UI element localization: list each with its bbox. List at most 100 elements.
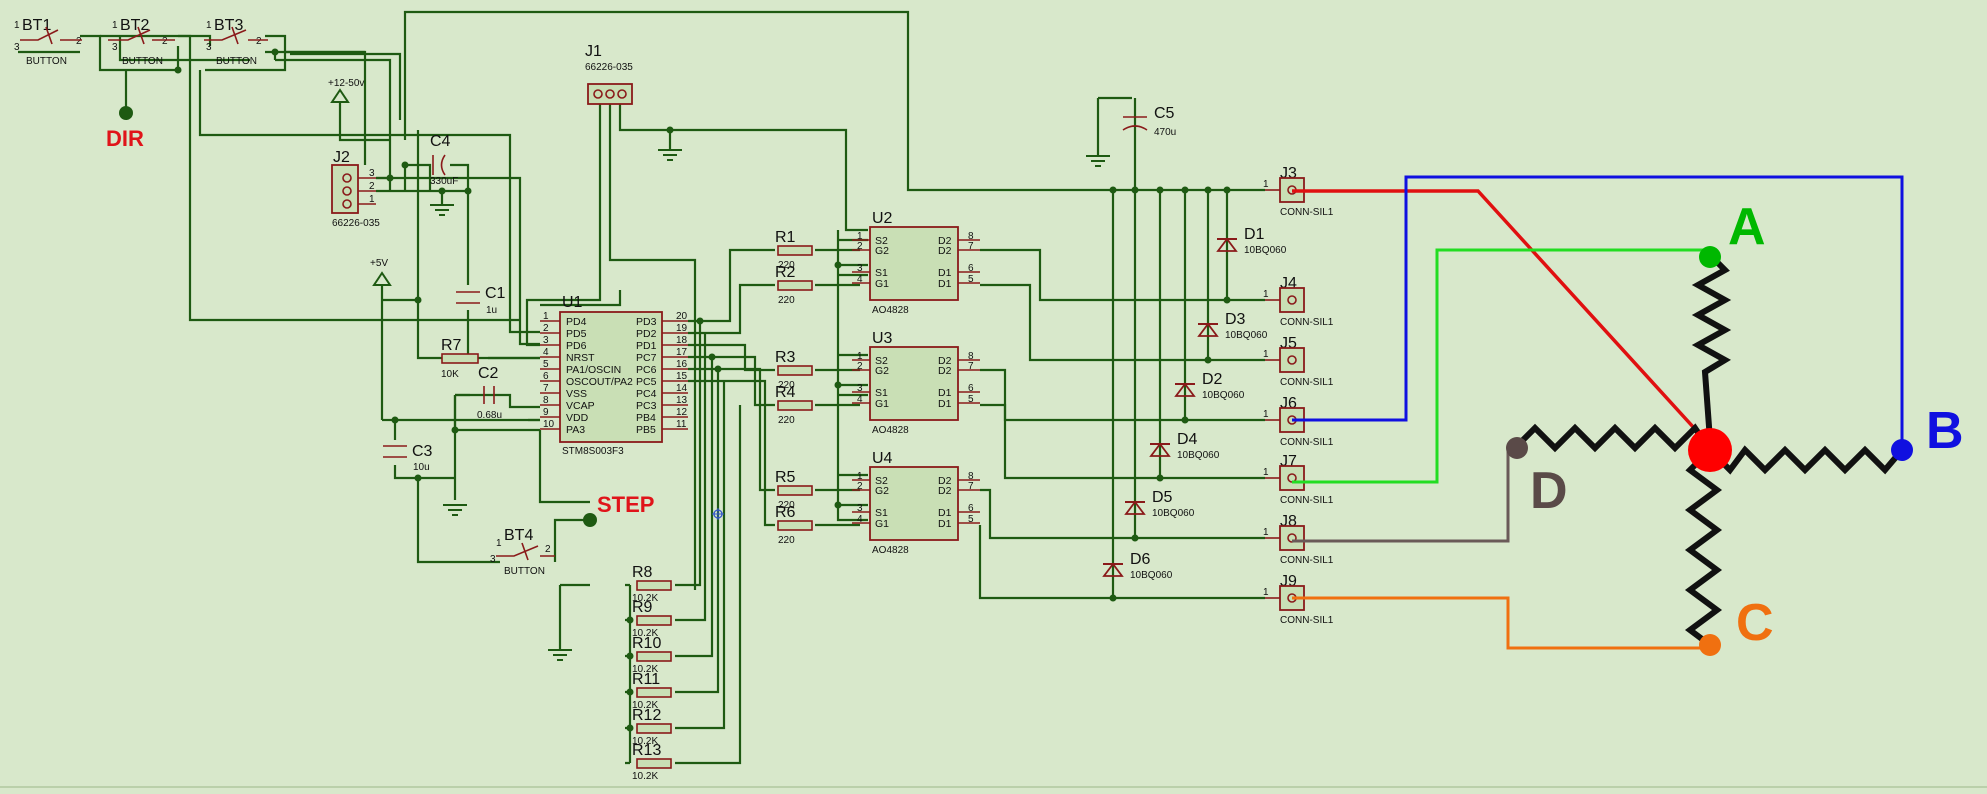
- switch-lever: [45, 26, 53, 45]
- pin-name: D2: [938, 355, 952, 367]
- phase-a-label: A: [1728, 198, 1766, 256]
- pin-number: 1: [857, 471, 863, 482]
- junction: [834, 381, 842, 389]
- pin-number: 16: [676, 359, 688, 370]
- component-ref: C1: [485, 285, 506, 302]
- pin-name: S2: [875, 355, 888, 367]
- phase-c-label: C: [1736, 594, 1774, 652]
- component-ref: R2: [775, 264, 796, 281]
- pin-name: S1: [875, 267, 888, 279]
- wire-pd6-feed: [540, 290, 622, 307]
- component-ref: R1: [775, 229, 796, 246]
- resistor-body: [636, 615, 672, 626]
- ground-icon: [658, 149, 682, 161]
- logic-supply-label: +5V: [370, 258, 388, 269]
- component-value: 10BQ060: [1152, 508, 1195, 519]
- component-ref: J2: [333, 149, 350, 166]
- pin-number: 1: [14, 20, 20, 31]
- connector-j2[interactable]: J2 3 2 1 66226-035: [331, 149, 380, 229]
- pin-name: D2: [938, 245, 952, 257]
- component-value: CONN-SIL1: [1280, 495, 1334, 506]
- capacitor-c3[interactable]: C3 10u: [383, 443, 433, 473]
- component-value: 10u: [413, 462, 430, 473]
- capacitor-c2[interactable]: C2 0.68u: [477, 365, 502, 421]
- pin-name: D1: [938, 387, 952, 399]
- pin-name: D1: [938, 278, 952, 290]
- wire-pc6-r5: [688, 367, 775, 492]
- pin-number: 9: [543, 407, 549, 418]
- component-value: 220: [778, 535, 795, 546]
- connector-j1[interactable]: J1 66226-035: [585, 43, 633, 105]
- capacitor-plate: [440, 154, 446, 176]
- wire-bt1-bt2: [80, 34, 180, 72]
- pin-name: S2: [875, 475, 888, 487]
- component-value: BUTTON: [122, 56, 163, 67]
- step-terminal[interactable]: [583, 513, 597, 527]
- button-bt2[interactable]: 1 BT2 3 2 BUTTON: [108, 17, 175, 67]
- component-value: CONN-SIL1: [1280, 317, 1334, 328]
- pin-number: 13: [676, 395, 688, 406]
- button-bt1[interactable]: 1 BT1 3 2 BUTTON: [14, 17, 82, 67]
- pin-number: 2: [256, 36, 262, 47]
- pin-number: 12: [676, 407, 688, 418]
- pin-name: NRST: [566, 352, 595, 364]
- wire-source-bus: [836, 230, 868, 522]
- wire-bt2-gnd: [118, 36, 250, 62]
- wire-j1-3: [618, 90, 868, 232]
- capacitor-c1[interactable]: C1 1u: [456, 285, 506, 316]
- junction: [1131, 186, 1139, 194]
- capacitor-c4[interactable]: C4 330uF: [430, 133, 458, 187]
- pin-number: 3: [490, 554, 496, 565]
- junction: [1181, 416, 1189, 424]
- button-bt3[interactable]: 1 BT3 3 2 BUTTON: [204, 17, 268, 67]
- pin-number: 17: [676, 347, 688, 358]
- resistor-r7[interactable]: R7 10K: [441, 337, 479, 380]
- capacitor-c5[interactable]: C5 470u: [1122, 105, 1176, 138]
- component-ref: R5: [775, 469, 796, 486]
- button-bt4[interactable]: 1 BT4 3 2 BUTTON: [490, 527, 555, 577]
- pin-number: 7: [968, 361, 974, 372]
- junction: [626, 616, 634, 624]
- pin-hole: [605, 89, 615, 99]
- dir-terminal[interactable]: [119, 106, 133, 120]
- component-value: 220: [778, 295, 795, 306]
- motor-coils: [1512, 252, 1905, 648]
- pin-number: 2: [857, 361, 863, 372]
- component-value: 10.2K: [632, 736, 658, 747]
- pin-name: PD3: [636, 316, 657, 328]
- component-value: AO4828: [872, 425, 909, 436]
- switch-lever: [231, 26, 239, 45]
- pin-name: D2: [938, 365, 952, 377]
- pin-name: VDD: [566, 412, 589, 424]
- component-value: 10.2K: [632, 664, 658, 675]
- resistor-body: [777, 280, 813, 291]
- resistor-body: [777, 485, 813, 496]
- junction: [414, 296, 422, 304]
- resistor-r2[interactable]: R2 220: [775, 264, 813, 306]
